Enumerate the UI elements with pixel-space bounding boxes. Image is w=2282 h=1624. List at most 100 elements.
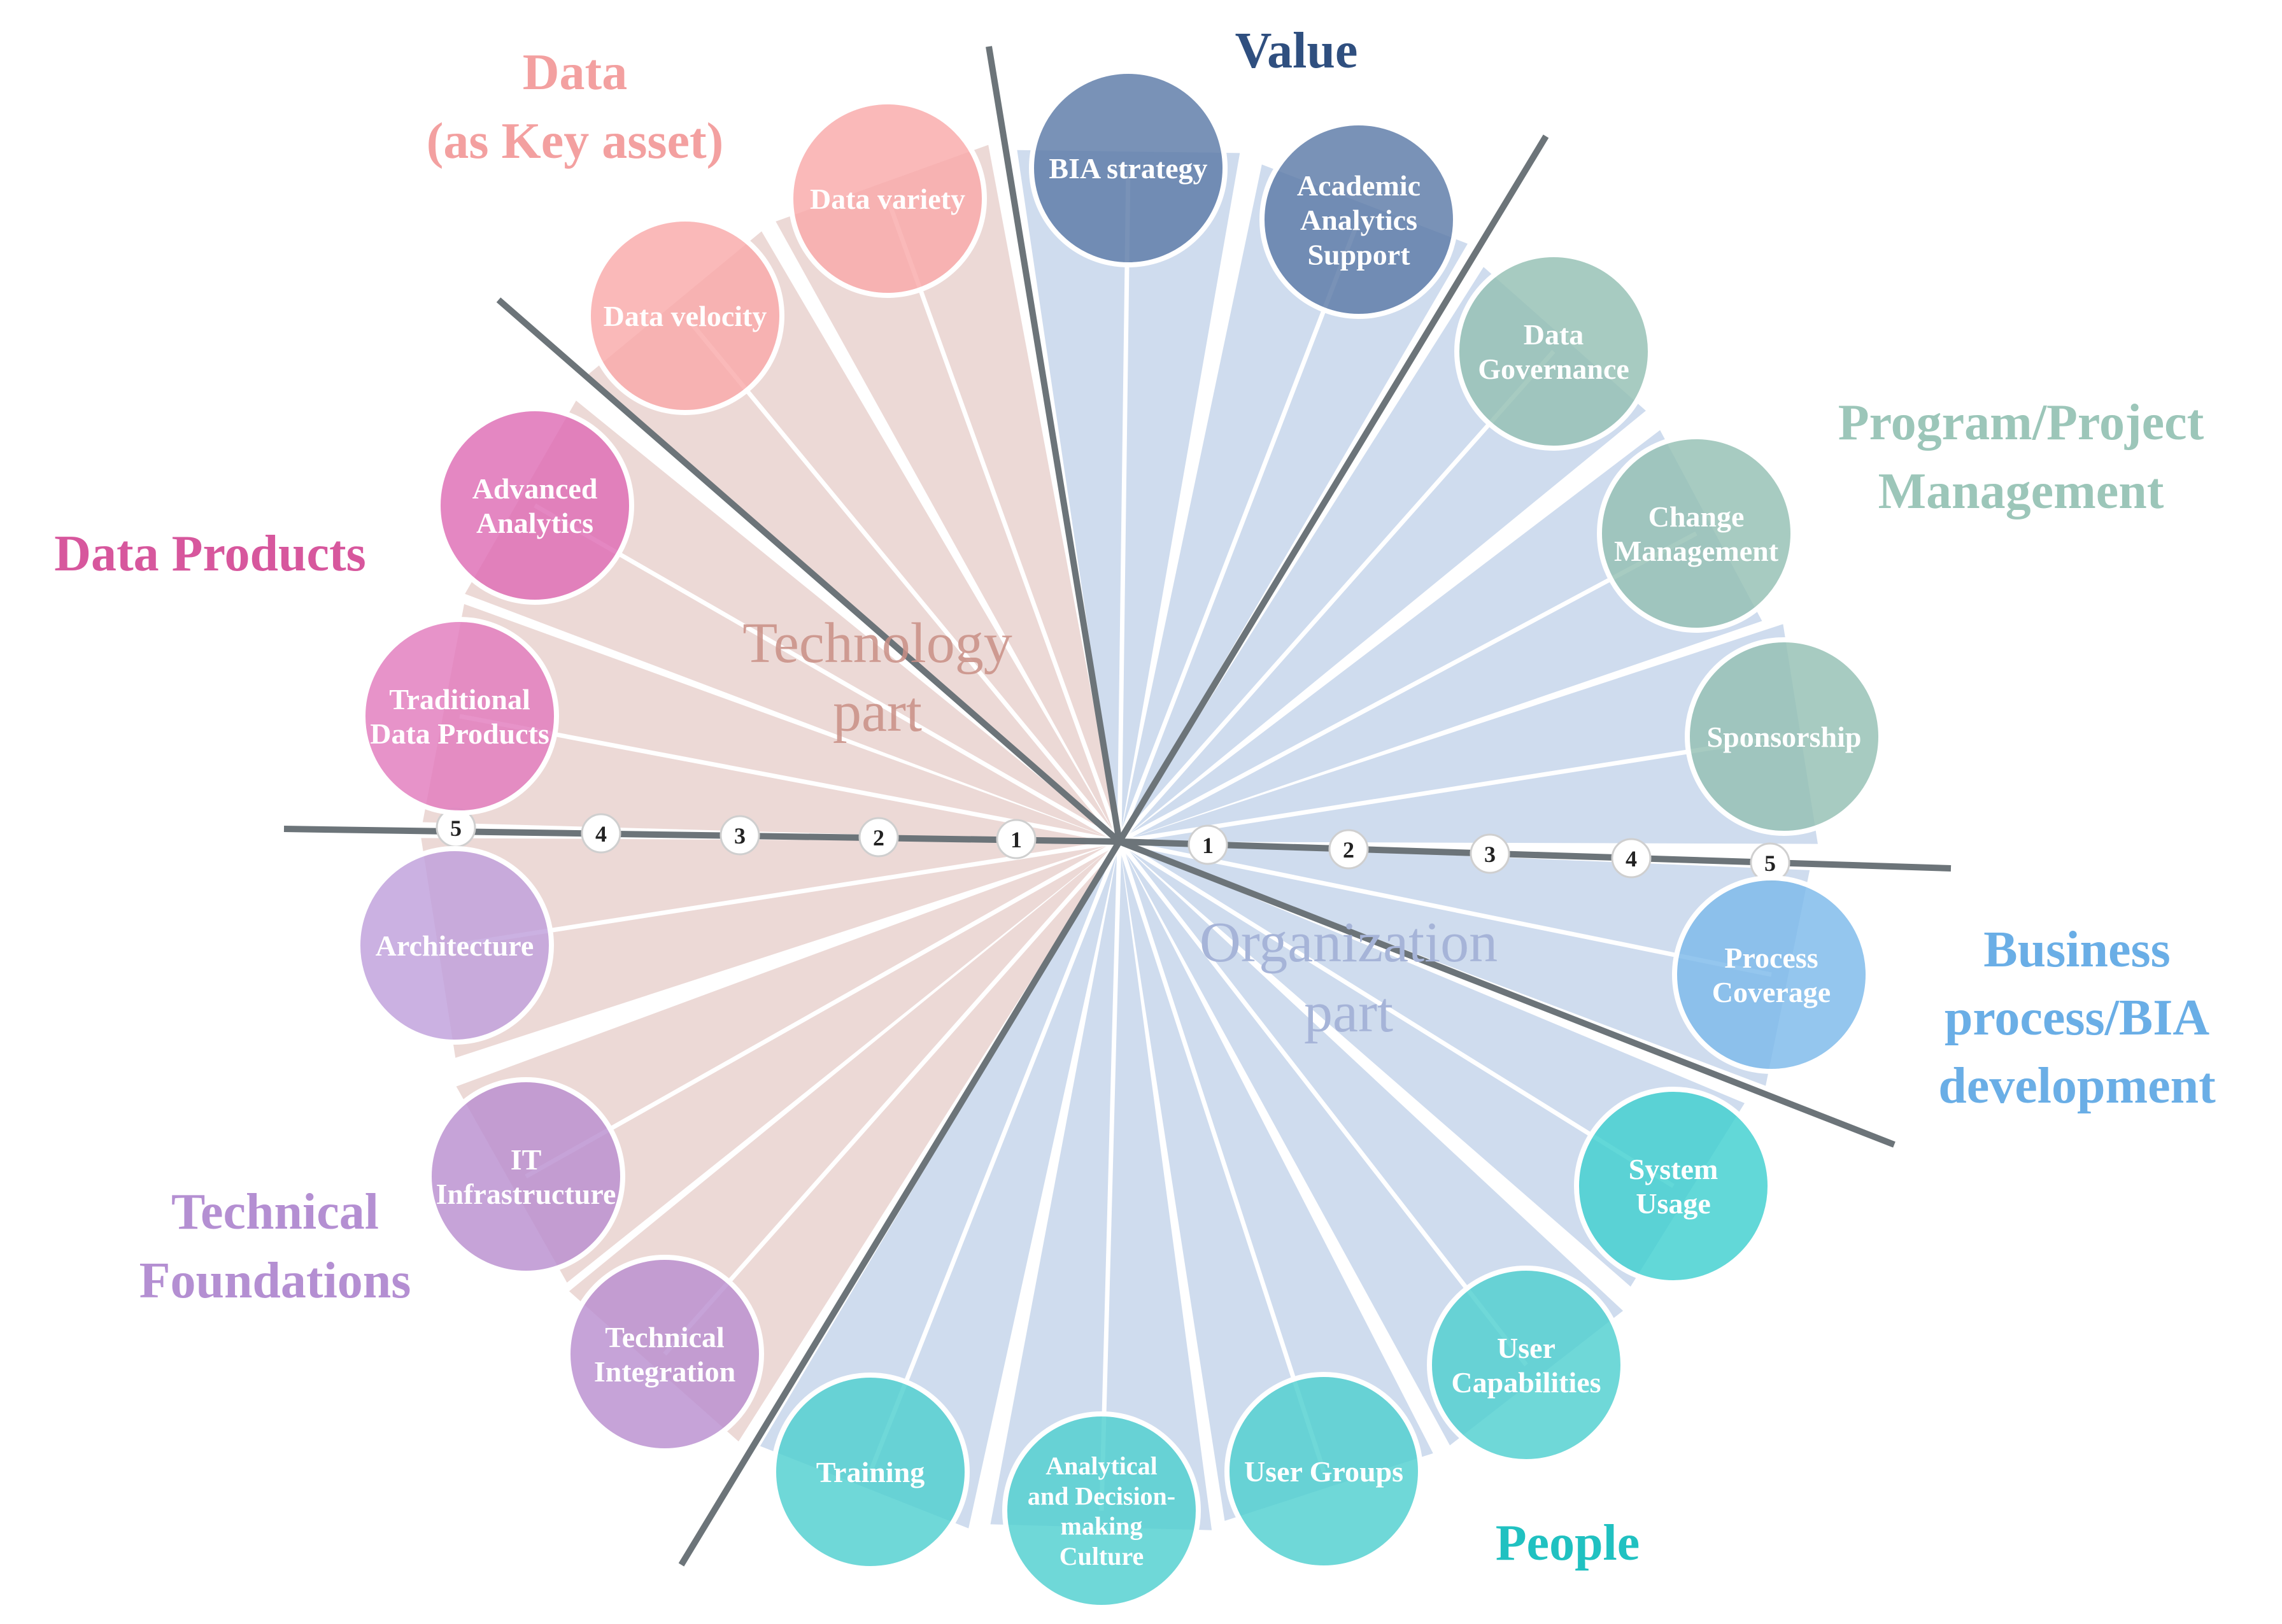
spoke-line-academic-analytics-support: [1117, 218, 1361, 843]
node-label: Data velocity: [604, 300, 767, 332]
spoke-wedge-academic-analytics-support: [1119, 164, 1468, 842]
technology-part-label-line2: part: [833, 681, 922, 744]
scale-axis-right: [1119, 838, 1952, 872]
node-circle: [1574, 1087, 1773, 1285]
scale-tick-left: 4: [581, 813, 621, 854]
node-data-variety: Data variety: [788, 99, 987, 298]
tick-circle: [1611, 838, 1652, 879]
node-label: Data: [1524, 318, 1584, 351]
node-label: BIA strategy: [1049, 152, 1207, 185]
tick-label: 2: [873, 825, 884, 851]
technology-part-label: Technology: [742, 612, 1012, 675]
spoke-line-technical-integration: [663, 840, 1121, 1356]
scale-tick-right: 1: [1187, 824, 1228, 865]
node-circle: [1685, 637, 1883, 836]
node-label: Management: [1614, 535, 1779, 567]
node-circle: [586, 216, 784, 415]
tick-circle: [581, 813, 621, 854]
scale-tick-left: 2: [858, 817, 899, 858]
scale-axis-left: [283, 826, 1120, 845]
group-label-people: People: [1496, 1515, 1640, 1571]
node-circle: [1002, 1411, 1201, 1610]
spoke-line-bia-strategy: [1117, 167, 1131, 842]
node-label: Change: [1648, 500, 1745, 533]
spoke-line-it-infrastructure: [525, 839, 1121, 1179]
spoke-line-data-velocity: [683, 314, 1121, 844]
spoke-line-data-variety: [885, 197, 1122, 843]
spoke-wedge-user-groups: [1119, 842, 1433, 1522]
tick-circle: [1470, 833, 1510, 874]
spoke-line-sponsorship: [1119, 734, 1785, 844]
node-circle: [436, 406, 634, 605]
node-circle: [1597, 434, 1796, 633]
node-label: Analytical: [1045, 1451, 1158, 1480]
node-label: Culture: [1060, 1542, 1144, 1571]
node-circle: [1454, 252, 1653, 451]
tick-label: 4: [595, 821, 607, 847]
divider-data-products: [496, 297, 1122, 844]
node-circle: [1029, 69, 1228, 267]
node-label: Coverage: [1712, 976, 1831, 1008]
tick-circle: [858, 817, 899, 858]
node-label: System: [1629, 1153, 1719, 1185]
node-sponsorship: Sponsorship: [1685, 637, 1883, 836]
group-label-technical-line2: Foundations: [139, 1253, 411, 1309]
spoke-line-training: [868, 840, 1122, 1473]
tick-label: 4: [1626, 846, 1637, 872]
scale-tick-right: 5: [1750, 842, 1790, 883]
node-label: Governance: [1478, 353, 1629, 385]
node-label: Usage: [1636, 1187, 1711, 1220]
tick-circle: [1187, 824, 1228, 865]
spoke-line-advanced-analytics: [534, 503, 1121, 844]
group-label-products: Data Products: [54, 526, 366, 582]
tick-label: 1: [1202, 833, 1214, 858]
node-label: making: [1061, 1512, 1143, 1541]
node-label: Training: [816, 1456, 925, 1488]
spoke-line-system-usage: [1118, 840, 1675, 1188]
tick-circle: [996, 819, 1037, 859]
node-circle: [1427, 1266, 1626, 1464]
node-user-groups: User Groups: [1224, 1372, 1423, 1571]
group-labels: Data (as Key asset) Value Program/Projec…: [54, 23, 2216, 1571]
node-label: Data Products: [370, 717, 549, 750]
group-label-data: Data: [523, 45, 627, 101]
tick-label: 3: [1484, 842, 1496, 867]
node-label: Analytics: [1300, 204, 1417, 236]
category-dividers: [283, 46, 1952, 1567]
spoke-wedge-bia-strategy: [1017, 150, 1240, 842]
scale-tick-left: 3: [719, 815, 760, 856]
divider-business-people: [1118, 838, 1896, 1148]
scale-tick-right: 4: [1611, 838, 1652, 879]
node-circle: [565, 1255, 764, 1453]
node-label: Data variety: [810, 183, 965, 215]
scale-tick-right: 2: [1328, 829, 1369, 870]
tick-label: 2: [1343, 837, 1354, 863]
node-circle: [1672, 875, 1871, 1074]
group-label-technical: Technical: [171, 1184, 379, 1240]
node-circle: [360, 617, 559, 816]
node-label: Technical: [605, 1321, 724, 1353]
scale-tick-right: 3: [1470, 833, 1510, 874]
tick-label: 3: [734, 823, 746, 849]
node-circle: [1259, 120, 1458, 319]
node-circle: [771, 1373, 970, 1571]
spoke-wedge-architecture: [421, 838, 1119, 1058]
node-label: Capabilities: [1451, 1366, 1601, 1399]
node-label: Process: [1724, 942, 1818, 974]
node-label: User: [1497, 1332, 1556, 1364]
node-label: Infrastructure: [436, 1178, 616, 1210]
group-label-business: Business: [1983, 922, 2170, 978]
spoke-wedge-process-coverage: [1119, 842, 1810, 1086]
node-circle: [427, 1077, 625, 1276]
spoke-line-process-coverage: [1119, 839, 1772, 977]
